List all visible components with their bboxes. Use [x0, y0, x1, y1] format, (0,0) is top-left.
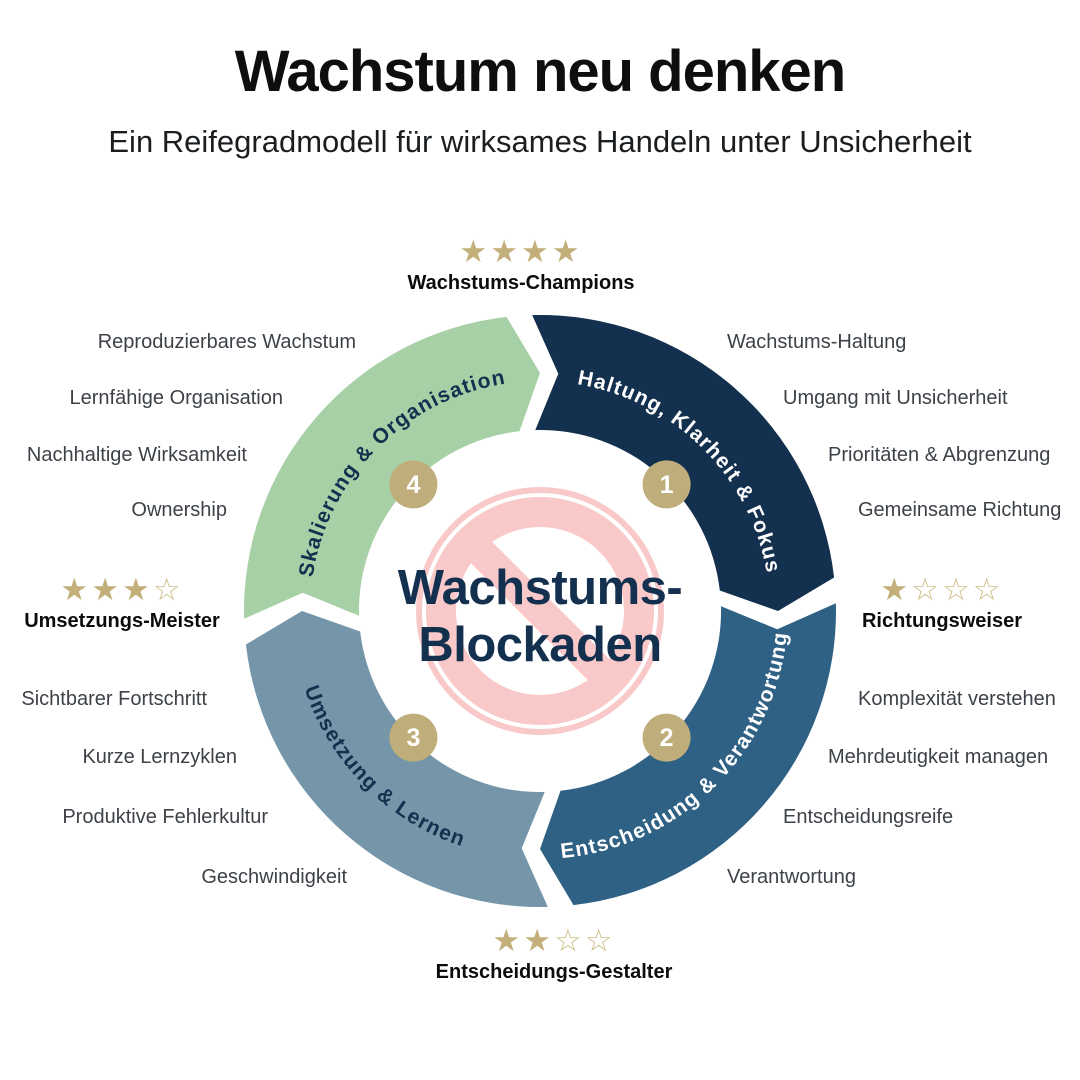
page-title: Wachstum neu denken [234, 39, 847, 104]
item-wachstums-haltung: Wachstums-Haltung [727, 331, 907, 353]
item-entscheidungsreife: Entscheidungsreife [783, 806, 954, 828]
item-umgang-unsicherheit: Umgang mit Unsicherheit [783, 387, 1008, 409]
segment-2-badge: 2 [642, 713, 691, 762]
badge-circle [642, 713, 691, 762]
tier-label: Richtungsweiser [861, 610, 1023, 632]
center-blockades-title: Wachstums- Blockaden [290, 560, 790, 674]
star-rating: ★★★★ [459, 236, 582, 268]
badge-number: 2 [660, 724, 674, 752]
segment-3-umsetzung-arc [245, 611, 548, 908]
item-lernfaehige-organisation: Lernfähige Organisation [69, 387, 283, 409]
star-filled-icon: ★ [122, 572, 153, 607]
page-subtitle: Ein Reifegradmodell für wirksames Handel… [108, 124, 972, 159]
tier-bottom-gestalter: ★★☆☆ Entscheidungs-Gestalter [394, 925, 714, 984]
item-mehrdeutigkeit: Mehrdeutigkeit managen [828, 746, 1049, 768]
tier-label: Wachstums-Champions [407, 272, 635, 294]
star-filled-icon: ★ [492, 923, 524, 958]
badge-number: 4 [406, 471, 420, 499]
star-filled-icon: ★ [459, 234, 491, 269]
item-komplexitaet: Komplexität verstehen [858, 688, 1056, 710]
star-filled-icon: ★ [880, 572, 912, 607]
star-rating: ★★☆☆ [492, 925, 615, 957]
prohibition-outer-ring [416, 487, 664, 735]
star-empty-icon: ☆ [554, 923, 585, 958]
star-empty-icon: ☆ [584, 923, 616, 958]
badge-number: 3 [406, 724, 420, 752]
segment-1-badge: 1 [642, 460, 691, 509]
star-empty-icon: ☆ [972, 572, 1004, 607]
star-filled-icon: ★ [551, 234, 583, 269]
item-ownership: Ownership [131, 499, 227, 521]
center-line-2: Blockaden [418, 618, 662, 672]
badge-number: 1 [660, 471, 674, 499]
tier-left-meister: ★★★☆ Umsetzungs-Meister [0, 574, 282, 633]
badge-circle [389, 713, 438, 762]
item-verantwortung: Verantwortung [727, 866, 856, 888]
star-filled-icon: ★ [91, 572, 122, 607]
tier-label: Entscheidungs-Gestalter [435, 961, 673, 983]
segment-4-skalierung-arc [243, 316, 540, 619]
prohibition-sign-icon [416, 487, 664, 735]
item-kurze-lernzyklen: Kurze Lernzyklen [82, 746, 237, 768]
star-empty-icon: ☆ [152, 572, 184, 607]
segment-4-badge: 4 [389, 460, 438, 509]
prohibition-main-ring [426, 497, 654, 725]
segment-3-badge: 3 [389, 713, 438, 762]
star-empty-icon: ☆ [911, 572, 942, 607]
star-empty-icon: ☆ [942, 572, 973, 607]
segment-1-haltung-arc [532, 314, 835, 611]
item-gemeinsame-richtung: Gemeinsame Richtung [858, 499, 1062, 521]
prohibition-slash [452, 523, 628, 699]
tier-top-champions: ★★★★ Wachstums-Champions [361, 236, 681, 295]
item-reproduzierbares-wachstum: Reproduzierbares Wachstum [97, 331, 356, 353]
star-filled-icon: ★ [60, 572, 92, 607]
badge-circle [389, 460, 438, 509]
badge-circle [642, 460, 691, 509]
item-prioritaeten: Prioritäten & Abgrenzung [828, 444, 1051, 466]
star-rating: ★★★☆ [60, 574, 183, 606]
tier-right-richtungsweiser: ★☆☆☆ Richtungsweiser [782, 574, 1080, 633]
segment-2-entscheidung-arc [540, 603, 837, 906]
item-sichtbarer-fortschritt: Sichtbarer Fortschritt [21, 688, 207, 710]
center-line-1: Wachstums- [397, 561, 683, 615]
item-geschwindigkeit: Geschwindigkeit [201, 866, 347, 888]
star-filled-icon: ★ [521, 234, 552, 269]
star-rating: ★☆☆☆ [880, 574, 1003, 606]
item-fehlerkultur: Produktive Fehlerkultur [62, 806, 268, 828]
item-nachhaltige-wirksamkeit: Nachhaltige Wirksamkeit [26, 444, 247, 466]
tier-label: Umsetzungs-Meister [24, 610, 220, 632]
star-filled-icon: ★ [490, 234, 521, 269]
star-filled-icon: ★ [523, 923, 554, 958]
